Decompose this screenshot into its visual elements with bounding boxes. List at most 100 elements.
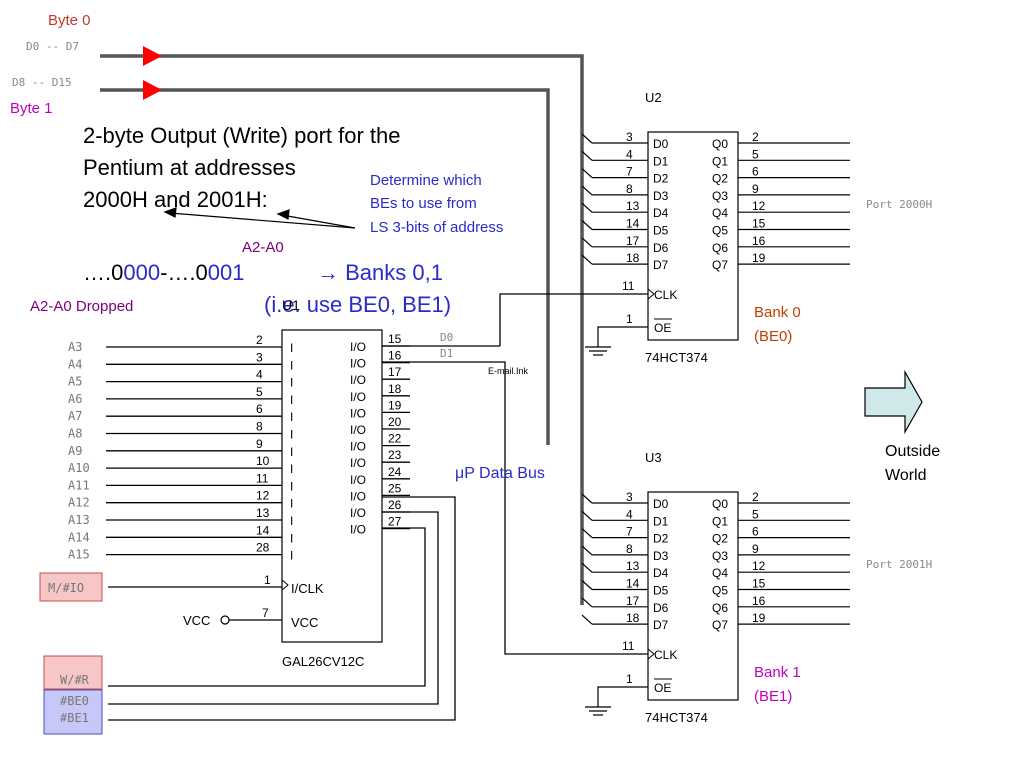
latch-d-pin: 14 (626, 577, 640, 591)
latch-clk-pin: 11 (622, 279, 635, 293)
latch-d-pin: 4 (626, 507, 633, 521)
gal-ref: U1 (282, 297, 300, 313)
latch-q-pin: 5 (752, 147, 759, 161)
latch-d-pin: 8 (626, 542, 633, 556)
mio-label: M/#IO (48, 581, 84, 595)
latch-d-pin: 7 (626, 165, 633, 179)
gal-io-label: I/O (350, 440, 366, 454)
addr-input-A11: A11 (68, 478, 90, 492)
latch-q-pin: 6 (752, 525, 759, 539)
gal-out-d1-label: D1 (440, 347, 453, 360)
latch-q-pin: 16 (752, 234, 766, 248)
gal-in-label: I (290, 341, 293, 355)
note-line-3: LS 3-bits of address (370, 219, 503, 236)
latch-q-pin: 5 (752, 507, 759, 521)
latch-d-label: D1 (653, 514, 669, 528)
gal-right-pin: 20 (388, 415, 402, 429)
bus-d0-d7-label: D0 -- D7 (26, 40, 79, 53)
addr-input-A14: A14 (68, 530, 90, 544)
latch-d-label: D3 (653, 549, 669, 563)
gal-part: GAL26CV12C (282, 654, 364, 669)
gal-in-label: I (290, 410, 293, 424)
latch-ref: U2 (645, 90, 662, 105)
gal-clk-label: I/CLK (291, 581, 324, 596)
latch-d-label: D4 (653, 566, 669, 580)
gal-right-pin: 18 (388, 382, 402, 396)
bank-label: Bank 1 (754, 664, 801, 681)
latch-clk-label: CLK (654, 288, 677, 302)
be-signals: #BE0 #BE1 (43, 689, 103, 735)
addr-input-A13: A13 (68, 513, 90, 527)
latch-q-label: Q2 (712, 172, 728, 186)
latch-q-label: Q4 (712, 566, 728, 580)
gal-in-label: I (290, 445, 293, 459)
gal-left-pin: 9 (256, 437, 263, 451)
latch-body (647, 491, 739, 701)
gal-output-pins: I/O15I/O16I/O17I/O18I/O19I/O20I/O22I/O23… (350, 332, 410, 537)
latch-q-label: Q1 (712, 154, 728, 168)
latch-d-pin: 4 (626, 147, 633, 161)
gal-io-label: I/O (350, 506, 366, 520)
latch-d-pin: 18 (626, 251, 640, 265)
latch-d-label: D4 (653, 206, 669, 220)
latch-d-label: D5 (653, 584, 669, 598)
gal-left-pin: 10 (256, 454, 270, 468)
gal-io-label: I/O (350, 473, 366, 487)
latch-q-label: Q3 (712, 189, 728, 203)
note-line-2: BEs to use from (370, 195, 477, 212)
gal-right-pin: 15 (388, 332, 402, 346)
latch-d-pin: 18 (626, 611, 640, 625)
addr-blue-1: 000 (123, 260, 160, 285)
latch-d-label: D7 (653, 258, 669, 272)
latch-d-label: D0 (653, 137, 669, 151)
bank-be-label: (BE0) (754, 328, 792, 345)
bus-arrow-d0-d7 (143, 46, 162, 66)
latch-q-pin: 2 (752, 130, 759, 144)
oe-ground-wire (597, 326, 648, 347)
gal-right-pin: 16 (388, 349, 402, 363)
latch-d-pin: 17 (626, 594, 640, 608)
latch-q-pin: 2 (752, 490, 759, 504)
bus-tap (581, 528, 593, 539)
gal-right-pin: 17 (388, 365, 402, 379)
gal-right-pin: 22 (388, 432, 402, 446)
addr-input-A3: A3 (68, 340, 82, 354)
latch-q-label: Q4 (712, 206, 728, 220)
bus-tap (581, 597, 593, 608)
latch-d-pin: 17 (626, 234, 640, 248)
byte1-label: Byte 1 (10, 100, 53, 117)
latch-q-pin: 19 (752, 251, 766, 265)
bus-tap (581, 185, 593, 196)
vcc-text: VCC (183, 613, 210, 628)
title-line-2: Pentium at addresses (83, 155, 296, 180)
oe-ground-wire (597, 686, 648, 707)
bus-tap (581, 168, 593, 179)
latch-q-pin: 12 (752, 199, 766, 213)
bus-tap (581, 614, 593, 625)
gal-right-pin: 23 (388, 448, 402, 462)
latch-d-pin: 14 (626, 217, 640, 231)
be0-label: #BE0 (60, 694, 89, 708)
addr-input-A10: A10 (68, 461, 90, 475)
gal-in-label: I (290, 358, 293, 372)
a2a0-label: A2-A0 (242, 239, 284, 256)
latch-d-label: D0 (653, 497, 669, 511)
data-bus-text: P Data Bus (464, 465, 545, 482)
port-label: Port 2000H (866, 198, 932, 211)
note-line-1: Determine which (370, 172, 482, 189)
latch-q-label: Q0 (712, 137, 728, 151)
latch-oe-label: OE (654, 681, 671, 695)
latch-oe-label: OE (654, 321, 671, 335)
latch-clk-pin: 11 (622, 639, 635, 653)
note-pointer-arrows (163, 207, 356, 229)
wr-label: W/#R (60, 673, 90, 687)
gal-output-wires (108, 293, 648, 721)
latch-q-label: Q2 (712, 532, 728, 546)
gal-clk-pin: 1 (264, 573, 271, 587)
clk-triangle (647, 648, 655, 660)
data-bus (100, 46, 584, 605)
bus-tap (581, 150, 593, 161)
